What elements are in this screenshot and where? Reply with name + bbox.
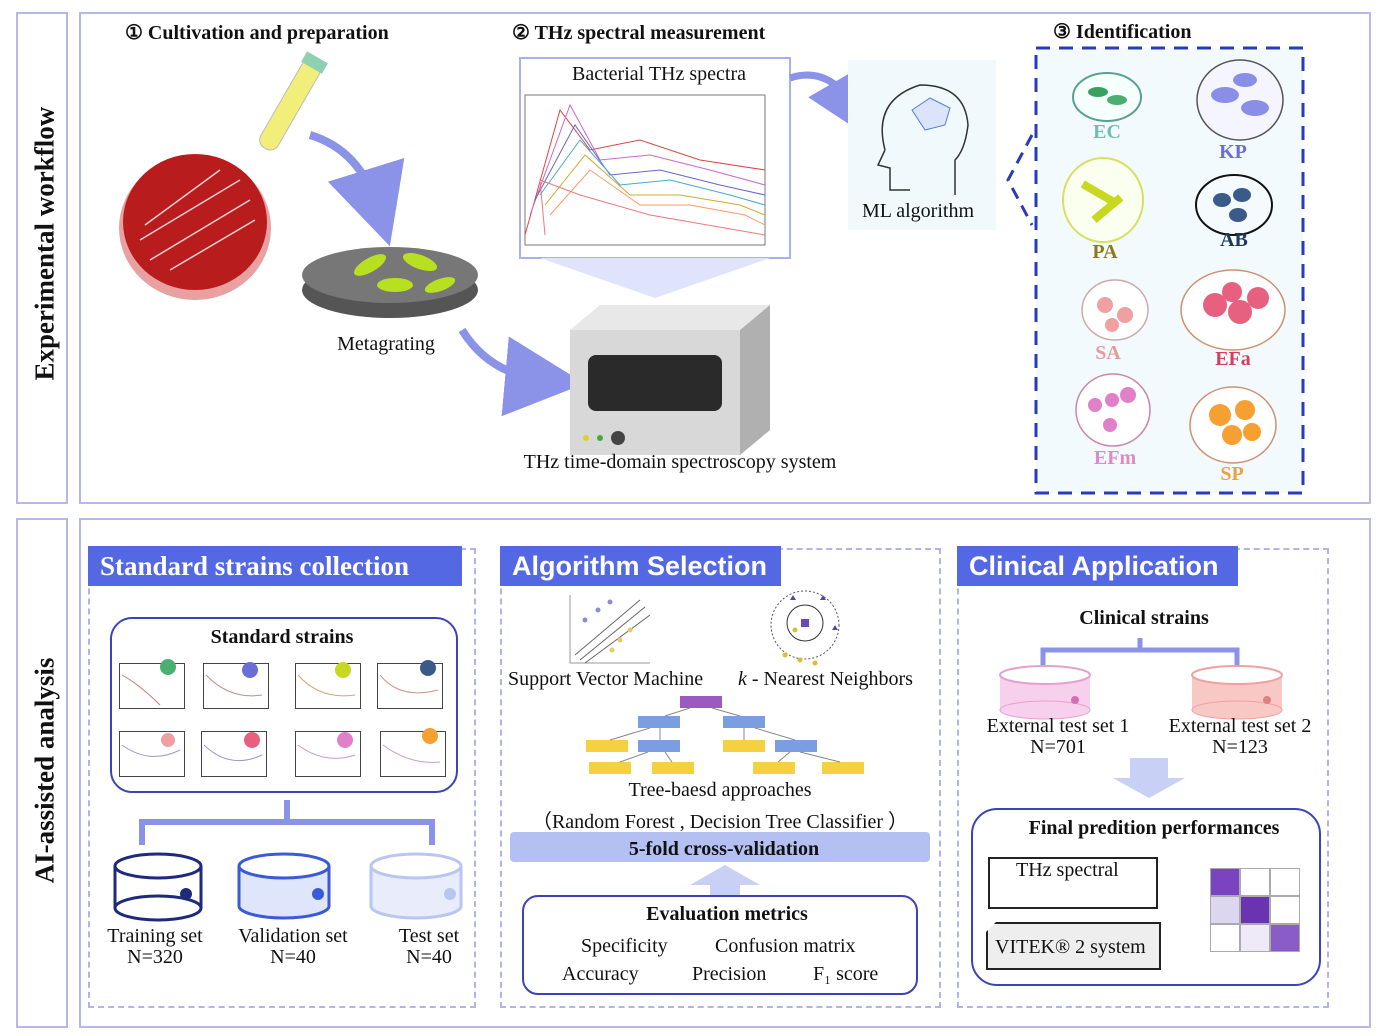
workflow-panel: [79, 12, 1371, 504]
tree-label: Tree-baesd approaches: [628, 779, 812, 801]
cv-bar: [510, 832, 930, 862]
ml-head-icon: [848, 60, 996, 230]
device-label: THz time-domain spectroscopy system: [523, 451, 837, 473]
bacteria-label-pa: PA: [1092, 241, 1118, 263]
thz-device-icon: [570, 305, 770, 455]
set-count: N=320: [127, 946, 183, 968]
metric-confusion-matrix: Confusion matrix: [715, 935, 856, 957]
set-name: Test set: [398, 925, 460, 947]
knn-k: k: [738, 668, 747, 690]
down-arrow-icon: [1113, 758, 1185, 798]
workflow-illustrations: [119, 46, 1305, 495]
set-name: External test set 2: [1168, 715, 1312, 737]
arrow-icon: [788, 62, 874, 141]
external-set-2-icon: [1191, 665, 1283, 720]
bacteria-label-efa: EFa: [1215, 348, 1251, 370]
bacteria-label-sa: SA: [1095, 342, 1121, 364]
spectra-title: Bacterial THz spectra: [572, 63, 746, 85]
set-name: External test set 1: [986, 715, 1130, 737]
arrow-icon: [308, 131, 405, 247]
external-set-1-icon: [999, 665, 1091, 720]
spectrum-thumbnail: [203, 663, 269, 709]
knn-text: - Nearest Neighbors: [746, 668, 913, 690]
knn-icon: [770, 590, 840, 666]
bacteria-label-ec: EC: [1093, 121, 1121, 143]
metric-specificity: Specificity: [581, 935, 668, 957]
bacteria-label-sp: SP: [1220, 463, 1244, 485]
set-count: N=40: [406, 946, 452, 968]
vitek-box: [986, 922, 1161, 970]
bacteria-label-ab: AB: [1220, 229, 1248, 251]
metagrating-label: Metagrating: [337, 333, 435, 355]
metagrating-icon: [302, 247, 478, 318]
thumbnail-marks: [121, 659, 441, 763]
validation-set-icon: [237, 852, 331, 920]
clinical-header: Clinical Application: [957, 546, 1238, 586]
arrow-icon: [458, 327, 585, 417]
spectra-plot: [519, 57, 791, 298]
tree-sublabel: （Random Forest , Decision Tree Classifie…: [531, 811, 909, 833]
analysis-label-panel: [16, 518, 68, 1028]
metrics-title: Evaluation metrics: [646, 903, 808, 925]
petri-dish-icon: [119, 154, 271, 300]
metric-f1: F₁ score: [813, 963, 879, 985]
analysis-panel: [79, 518, 1371, 1028]
bracket: [1040, 638, 1240, 665]
up-arrow-icon: [690, 865, 760, 895]
svm-label: Support Vector Machine: [508, 668, 704, 690]
metric-precision: Precision: [692, 963, 767, 985]
test-tube-icon: [259, 51, 328, 151]
set-name: Validation set: [238, 925, 348, 947]
set-count: N=123: [1212, 736, 1268, 758]
training-set-icon: [113, 852, 203, 922]
test-set-icon: [369, 852, 463, 920]
ml-label: ML algorithm: [861, 200, 975, 222]
thz-spectral-box: [988, 857, 1158, 909]
metric-accuracy: Accuracy: [562, 963, 639, 985]
vitek-label: VITEK® 2 system: [995, 936, 1146, 958]
collection-header: Standard strains collection: [88, 546, 462, 586]
set-name: Training set: [107, 925, 203, 947]
knn-label: k - Nearest Neighbors: [738, 668, 913, 691]
step-1-title: ① Cultivation and preparation: [125, 22, 389, 44]
standard-strains-title: Standard strains: [210, 626, 354, 648]
final-performance-title: Final predition performances: [1028, 817, 1280, 839]
cv-label: 5-fold cross-validation: [628, 838, 820, 860]
metrics-box: [522, 895, 918, 995]
bacteria-icons: [1062, 59, 1286, 464]
decision-tree-icon: [586, 696, 864, 774]
algorithm-header: Algorithm Selection: [500, 546, 781, 586]
set-count: N=40: [270, 946, 316, 968]
bracket: [1006, 134, 1034, 226]
step-2-title: ② THz spectral measurement: [512, 22, 766, 44]
svm-icon: [569, 595, 651, 664]
bacteria-label-efm: EFm: [1093, 447, 1137, 469]
bracket: [139, 800, 435, 845]
clinical-strains-title: Clinical strains: [1079, 607, 1209, 629]
bacteria-label-kp: KP: [1219, 141, 1247, 163]
step-3-title: ③ Identification: [1053, 21, 1192, 43]
set-count: N=701: [1030, 736, 1086, 758]
workflow-label-panel: [16, 12, 68, 504]
thz-spectral-label: THz spectral: [1016, 859, 1119, 881]
